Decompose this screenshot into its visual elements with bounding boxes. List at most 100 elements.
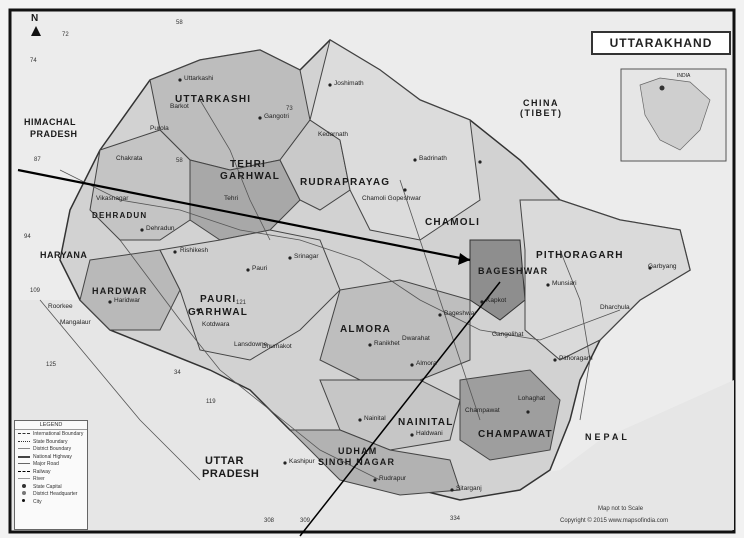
road-number: 73 bbox=[286, 106, 293, 112]
region-label: PRADESH bbox=[30, 129, 78, 139]
legend-item: Major Road bbox=[15, 460, 87, 468]
city-label: Munsiari bbox=[552, 280, 577, 287]
region-label: UTTAR bbox=[205, 455, 244, 467]
pauri-region bbox=[159, 229, 341, 361]
city-label: Kotdwara bbox=[202, 321, 230, 328]
district-label: ALMORA bbox=[340, 324, 392, 335]
road-number: 72 bbox=[62, 32, 69, 38]
city-label: Almora bbox=[416, 360, 437, 367]
district-label: TEHRI bbox=[230, 159, 266, 170]
city-label: Bageshwar bbox=[444, 310, 477, 317]
city-label: Haldwani bbox=[416, 430, 443, 437]
district-label: UTTARKASHI bbox=[175, 94, 252, 105]
road-number: 309 bbox=[300, 518, 311, 524]
city-label: Dharchula bbox=[600, 304, 630, 311]
city-label: Ranikhet bbox=[374, 340, 400, 347]
road-number: 87 bbox=[34, 157, 41, 163]
map-title: UTTARAKHAND bbox=[591, 31, 731, 55]
district-label: PAURI bbox=[200, 294, 237, 305]
district-label: BAGESHWAR bbox=[478, 266, 549, 276]
city-label: Pithoragarh bbox=[559, 355, 593, 362]
region-label: HIMACHAL bbox=[24, 117, 76, 127]
road-number: 121 bbox=[236, 300, 247, 306]
chamoli-region bbox=[309, 39, 481, 241]
city-label: Rudrapur bbox=[379, 475, 407, 482]
city-label: Tehri bbox=[224, 195, 239, 202]
city-label: Kapkot bbox=[486, 297, 507, 304]
road-number: 125 bbox=[46, 362, 57, 368]
city-label: Uttarkashi bbox=[184, 75, 214, 82]
city-label: Nainital bbox=[364, 415, 386, 422]
district-label: UDHAM bbox=[338, 446, 378, 456]
legend-item: National Highway bbox=[15, 453, 87, 461]
city-label: Dhumakot bbox=[262, 343, 292, 350]
city-label: Garbyang bbox=[648, 263, 677, 270]
city-label: Champawat bbox=[465, 407, 500, 414]
city-label: Lansdowne bbox=[234, 341, 268, 348]
city-label: Pauri bbox=[252, 265, 268, 272]
legend-item: District Boundary bbox=[15, 445, 87, 453]
district-label: GARHWAL bbox=[188, 307, 249, 318]
map-legend: LEGEND International Boundary State Boun… bbox=[14, 420, 88, 530]
city-label: Dwarahat bbox=[402, 335, 430, 342]
champawat-region bbox=[459, 369, 561, 461]
region-label: HARYANA bbox=[40, 250, 88, 260]
copyright-text: Copyright © 2015 www.mapsofindia.com bbox=[560, 518, 669, 524]
region-label: NEPAL bbox=[585, 432, 630, 442]
region-label: CHINA bbox=[523, 98, 559, 108]
district-label: GARHWAL bbox=[220, 171, 281, 182]
road-number: 58 bbox=[176, 20, 183, 26]
district-label: DEHRADUN bbox=[92, 211, 148, 220]
legend-title: LEGEND bbox=[15, 421, 87, 430]
north-label: N bbox=[31, 13, 39, 24]
dehradun-region bbox=[89, 129, 191, 241]
district-label: RUDRAPRAYAG bbox=[300, 177, 391, 188]
city-label: Chakrata bbox=[116, 155, 143, 162]
road-number: 334 bbox=[450, 516, 461, 522]
city-label: Sitarganj bbox=[456, 485, 482, 492]
legend-item: Railway bbox=[15, 468, 87, 476]
city-label: Roorkee bbox=[48, 303, 73, 310]
region-label: PRADESH bbox=[202, 468, 260, 480]
district-label: SINGH NAGAR bbox=[318, 457, 396, 467]
bageshwar-region bbox=[469, 239, 526, 321]
city-label: Barkot bbox=[170, 103, 189, 110]
road-number: 308 bbox=[264, 518, 275, 524]
usn-region bbox=[288, 429, 461, 496]
city-label: Joshimath bbox=[334, 80, 364, 87]
city-label: Purola bbox=[150, 125, 169, 132]
district-label: CHAMOLI bbox=[425, 217, 481, 228]
city-label: Haridwar bbox=[114, 297, 141, 304]
city-label: Vikasnagar bbox=[96, 195, 129, 202]
road-number: 109 bbox=[30, 288, 41, 294]
city-label: Gangotri bbox=[264, 113, 289, 120]
city-label: Srinagar bbox=[294, 253, 319, 260]
legend-item: State Capital bbox=[15, 483, 87, 491]
scale-note: Map not to Scale bbox=[598, 506, 644, 512]
city-label: Lohaghat bbox=[518, 395, 546, 402]
city-label: Rishikesh bbox=[180, 247, 209, 254]
city-label: Mangalaur bbox=[60, 319, 91, 326]
legend-item: City bbox=[15, 498, 87, 506]
legend-item: State Boundary bbox=[15, 438, 87, 446]
district-label: CHAMPAWAT bbox=[478, 429, 553, 440]
district-label: HARDWAR bbox=[92, 286, 148, 296]
district-label: PITHORAGARH bbox=[536, 250, 624, 261]
road-number: 94 bbox=[24, 234, 31, 240]
city-label: Kedarnath bbox=[318, 131, 348, 138]
city-label: Chamoli Gopeshwar bbox=[362, 195, 421, 202]
pithoragarh-region bbox=[519, 199, 691, 361]
road-number: 74 bbox=[30, 58, 37, 64]
city-label: Dehradun bbox=[146, 225, 175, 232]
district-label: NAINITAL bbox=[398, 417, 454, 428]
inset-label: INDIA bbox=[677, 73, 691, 79]
legend-item: International Boundary bbox=[15, 430, 87, 438]
road-number: 119 bbox=[206, 399, 216, 405]
north-arrow-icon: N bbox=[31, 14, 41, 36]
almora-region bbox=[319, 279, 471, 381]
legend-item: River bbox=[15, 475, 87, 483]
legend-item: District Headquarter bbox=[15, 490, 87, 498]
road-number: 58 bbox=[176, 158, 183, 164]
city-label: Kashipur bbox=[289, 458, 315, 465]
